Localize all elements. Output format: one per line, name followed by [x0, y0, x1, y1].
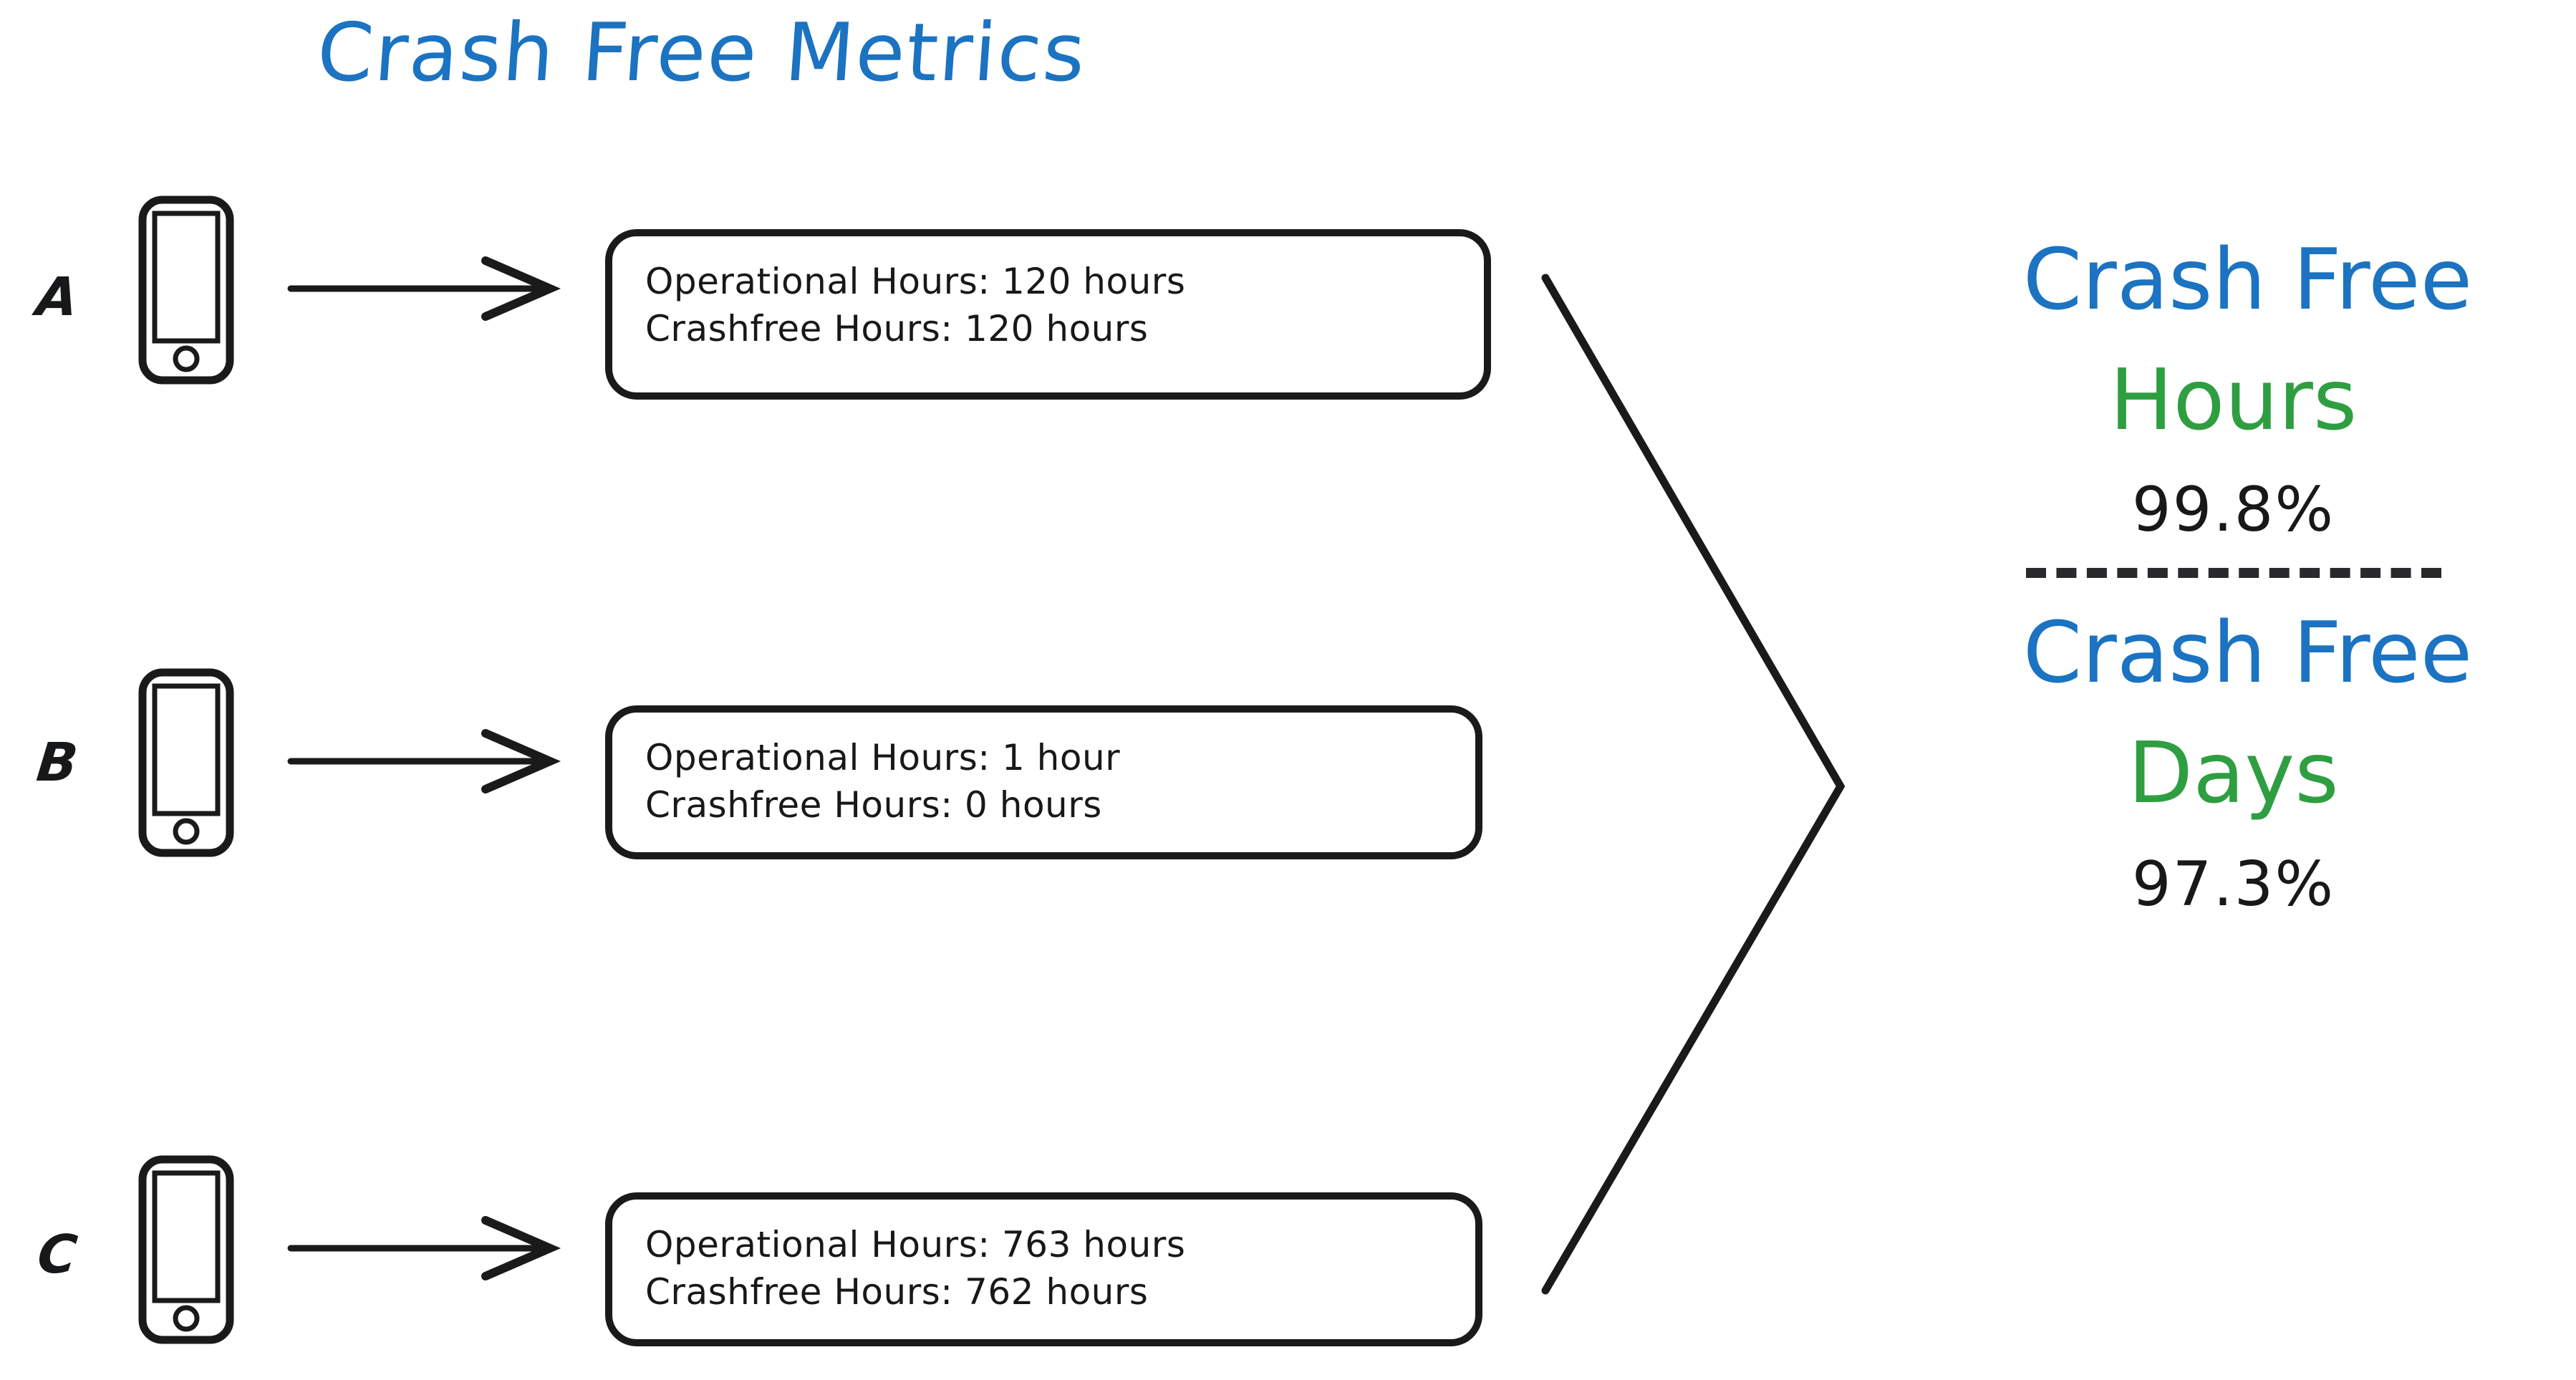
crash-free-hours-metric: Crash Free Hours 99.8% [1891, 236, 2576, 542]
right-arrow-icon [286, 249, 566, 331]
device-label-c: C [34, 1224, 80, 1285]
crash-free-days-heading-primary: Crash Free [2022, 603, 2473, 703]
crash-free-days-value: 97.3% [2131, 848, 2335, 920]
mobile-phone-icon [136, 666, 236, 862]
crash-free-hours-heading-primary: Crash Free [2022, 230, 2473, 329]
right-arrow-icon [286, 1209, 566, 1290]
metrics-box-c-line-2: Crashfree Hours: 762 hours [645, 1271, 1149, 1313]
crash-free-days-metric: Crash Free Days 97.3% [1891, 609, 2576, 917]
dashed-divider [2025, 568, 2441, 579]
mobile-phone-icon [136, 193, 236, 390]
device-label-a: A [33, 266, 82, 328]
metrics-box-b-line-2: Crashfree Hours: 0 hours [645, 784, 1102, 826]
metrics-box-a: Operational Hours: 120 hours Crashfree H… [605, 229, 1491, 400]
metrics-box-b: Operational Hours: 1 hour Crashfree Hour… [605, 705, 1482, 859]
metrics-box-a-line-2: Crashfree Hours: 120 hours [645, 308, 1149, 349]
page-title: Crash Free Metrics [314, 6, 1090, 100]
crash-free-hours-value: 99.8% [2131, 473, 2335, 546]
metrics-box-b-line-1: Operational Hours: 1 hour [645, 737, 1121, 778]
crash-free-hours-heading-secondary: Hours [2109, 350, 2358, 450]
crash-free-days-heading-secondary: Days [2128, 723, 2339, 823]
metrics-box-a-line-1: Operational Hours: 120 hours [645, 261, 1186, 302]
merge-bracket-icon [1490, 265, 1869, 1306]
results-panel: Crash Free Hours 99.8% Crash Free Days 9… [1891, 236, 2576, 917]
right-arrow-icon [286, 722, 566, 804]
device-label-b: B [34, 732, 81, 793]
metrics-box-c-line-1: Operational Hours: 763 hours [645, 1224, 1186, 1265]
metrics-box-c: Operational Hours: 763 hours Crashfree H… [605, 1192, 1482, 1346]
mobile-phone-icon [136, 1153, 236, 1349]
